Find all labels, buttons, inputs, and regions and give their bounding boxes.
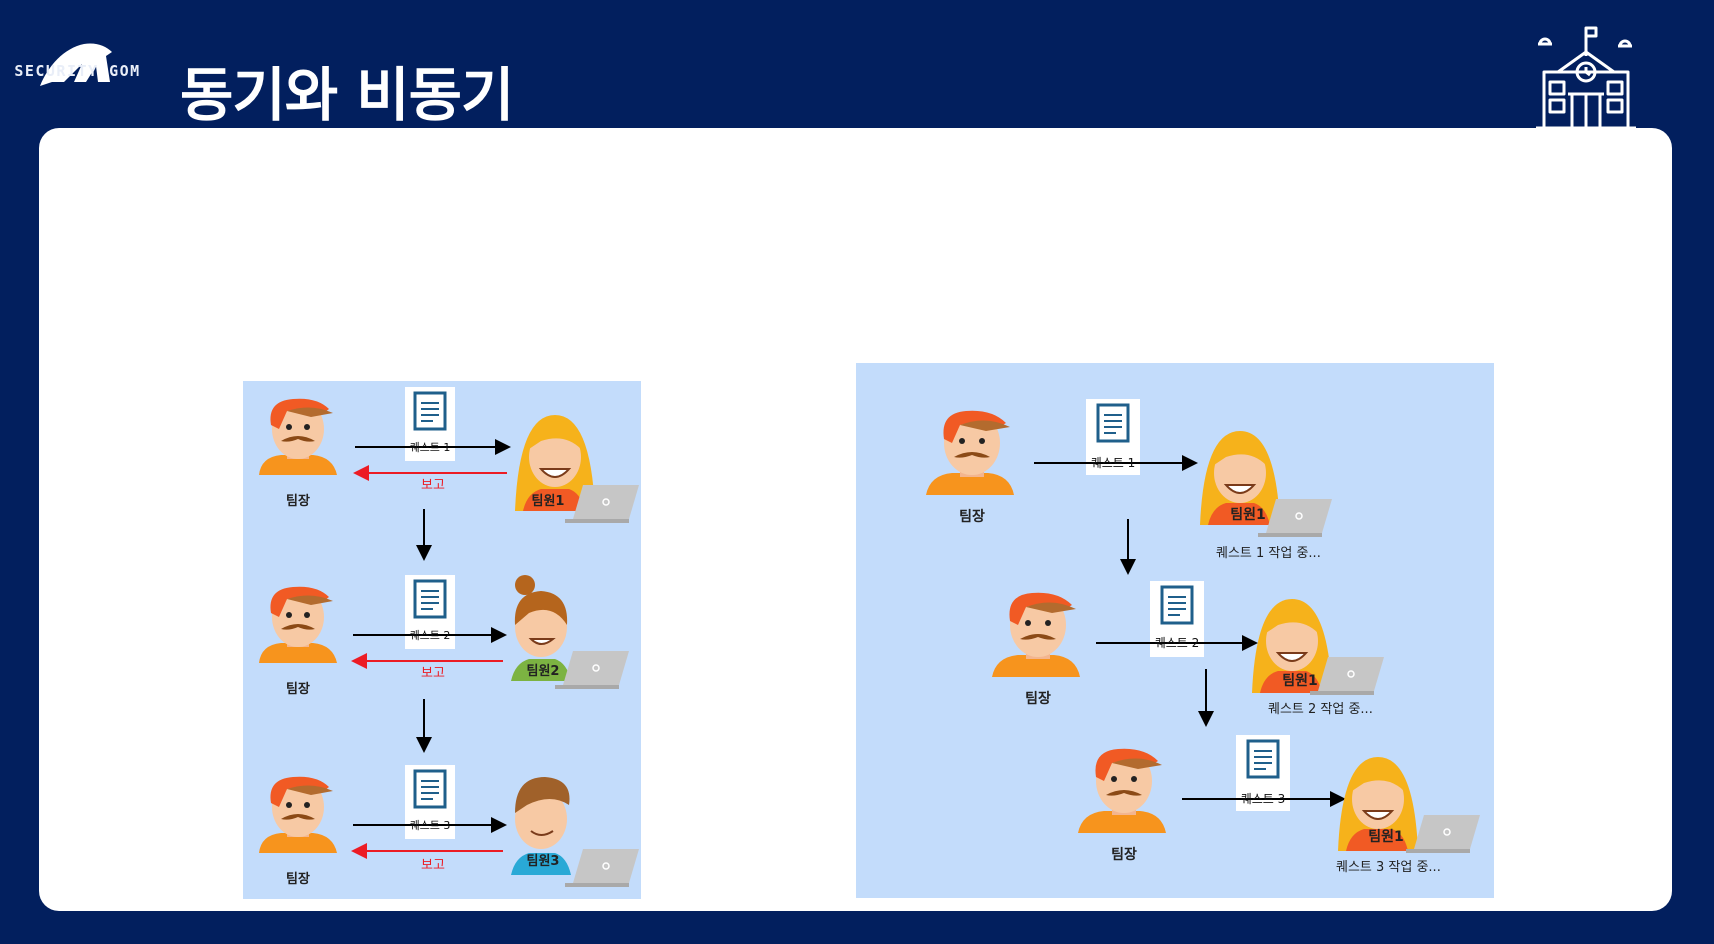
bear-logo-icon xyxy=(40,43,112,86)
leader-avatar xyxy=(1078,748,1166,833)
async-step-1: 팀장 퀘스트 1 팀원1 퀘스트 1 작업 중... xyxy=(926,397,1333,561)
async-diagram: 팀장 퀘스트 1 팀원1 퀘스트 1 작업 중... 팀장 퀘스트 2 팀원1 … xyxy=(856,363,1494,898)
leader-avatar xyxy=(259,776,337,853)
quest-label: 퀘스트 2 xyxy=(1155,636,1200,650)
member-label: 팀원1 xyxy=(1368,829,1404,845)
member-label: 팀원1 xyxy=(532,494,565,509)
member-avatar-3 xyxy=(511,777,571,875)
member-label: 팀원1 xyxy=(1282,673,1318,689)
member-label: 팀원1 xyxy=(1230,507,1266,523)
page-title: 동기와 비동기 xyxy=(180,61,514,129)
laptop-icon xyxy=(1405,814,1481,854)
sync-step-1: 팀장 퀘스트 1 보고 팀원1 xyxy=(259,385,640,524)
report-label: 보고 xyxy=(421,666,445,681)
leader-label: 팀장 xyxy=(959,508,985,525)
quest-label: 퀘스트 1 xyxy=(1091,456,1136,470)
quest-label: 퀘스트 3 xyxy=(410,819,451,832)
sync-step-3: 팀장 퀘스트 3 보고 팀원3 xyxy=(259,763,640,888)
quest-label: 퀘스트 2 xyxy=(410,629,451,642)
leader-label: 팀장 xyxy=(286,681,310,697)
async-step-2: 팀장 퀘스트 2 팀원1 퀘스트 2 작업 중... xyxy=(992,579,1385,717)
leader-avatar xyxy=(926,410,1014,495)
laptop-icon xyxy=(564,848,640,888)
member-label: 팀원3 xyxy=(527,854,560,869)
status-label: 퀘스트 1 작업 중... xyxy=(1216,546,1321,561)
leader-avatar xyxy=(259,398,337,475)
quest-label: 퀘스트 3 xyxy=(1241,792,1286,806)
leader-avatar xyxy=(992,592,1080,677)
logo-text: SECURITY GOM xyxy=(14,62,141,80)
leader-avatar xyxy=(259,586,337,663)
report-label: 보고 xyxy=(421,478,445,493)
leader-label: 팀장 xyxy=(1025,690,1051,707)
status-label: 퀘스트 3 작업 중... xyxy=(1336,860,1441,875)
leader-label: 팀장 xyxy=(286,493,310,509)
member-avatar-2 xyxy=(511,575,571,681)
leader-label: 팀장 xyxy=(286,871,310,887)
school-building-icon xyxy=(1536,26,1636,130)
quest-label: 퀘스트 1 xyxy=(410,441,451,454)
leader-label: 팀장 xyxy=(1111,846,1137,863)
async-step-3: 팀장 퀘스트 3 팀원1 퀘스트 3 작업 중... xyxy=(1078,733,1481,875)
sync-step-2: 팀장 퀘스트 2 보고 팀원2 xyxy=(259,573,630,697)
sync-diagram: 팀장 퀘스트 1 보고 팀원1 팀장 퀘스트 2 보고 xyxy=(243,381,641,899)
status-label: 퀘스트 2 작업 중... xyxy=(1268,702,1373,717)
member-avatar-1 xyxy=(515,415,595,511)
member-label: 팀원2 xyxy=(527,664,560,679)
report-label: 보고 xyxy=(421,858,445,873)
